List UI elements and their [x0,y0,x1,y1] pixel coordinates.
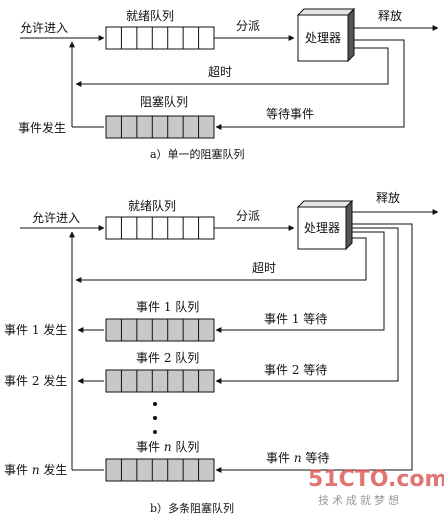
b-eventn-wait-arrow [215,223,413,473]
b-event-queues [105,318,215,482]
b-processor: 处理器 [296,199,354,251]
b-eventn-queue-suffix: 队列 [172,439,200,454]
b-eventn-queue-label: 事件 n 队列 [136,439,199,454]
ellipsis-dot-1 [153,402,157,406]
b-event1-queue-box-frame [105,318,215,342]
b-event2-wait-prefix: 事件 [264,363,292,377]
b-admit-label: 允许进入 [32,210,80,225]
b-caption: b）多条阻塞队列 [150,501,234,515]
b-event1-queue-prefix: 事件 [136,300,164,314]
b-event1-queue-box [105,318,215,342]
a-processor-side-face [347,7,355,63]
b-event1-occurs-label: 事件 1 发生 [4,322,67,337]
b-event1-wait-arrow [215,231,385,333]
b-event2-occurs-n: 2 [32,374,40,388]
b-event2-queue-suffix: 队列 [171,350,199,365]
ellipsis-dot-2 [153,416,157,420]
b-event1-queue-suffix: 队列 [171,299,199,314]
a-caption: a）单一的阻塞队列 [150,147,245,161]
b-ready-queue-box [105,216,215,240]
b-dispatch-label: 分派 [236,209,260,223]
b-release-label: 释放 [376,190,400,205]
b-processor-top-face [296,200,354,208]
b-event2-queue-prefix: 事件 [136,351,164,365]
b-event1-occurs-n: 1 [32,323,40,337]
diagram-b: 允许进入 就绪队列 分派 处理器 释放 超时 事件 1 队列 事件 1 等待 事… [4,190,439,515]
a-dispatch-label: 分派 [236,19,260,33]
watermark-main-text: 51CTO.com [308,467,444,492]
a-ready-queue-box-frame [105,26,215,50]
b-eventn-wait-label: 事件 n 等待 [266,451,329,465]
a-timeout-arrow [75,47,389,87]
b-eventn-occurs-label: 事件 n 发生 [4,462,67,477]
b-ready-queue-label: 就绪队列 [128,198,176,213]
a-blocked-queue-box [105,115,215,139]
b-event2-wait-n: 2 [292,363,300,377]
b-event1-wait-prefix: 事件 [264,312,292,326]
b-eventn-occurs-prefix: 事件 [4,463,32,477]
a-blocked-queue-label: 阻塞队列 [140,94,188,109]
watermark-sub-text: 技术成就梦想 [318,493,402,507]
b-event1-wait-suffix: 等待 [299,312,327,326]
b-eventn-queue-box-frame [105,458,215,482]
a-processor-label: 处理器 [305,31,341,45]
a-timeout-label: 超时 [208,64,232,79]
b-event1-n: 1 [164,300,172,314]
b-eventn-queue-box [105,458,215,482]
b-event2: 事件 2 队列 事件 2 等待 事件 2 发生 [4,350,327,388]
b-timeout-label: 超时 [252,260,276,275]
b-eventn-n: n [164,440,172,454]
ellipsis-dot-3 [153,430,157,434]
a-ready-queue-label: 就绪队列 [126,8,174,23]
b-event2-wait-suffix: 等待 [299,363,327,377]
b-processor-label: 处理器 [304,221,340,235]
b-event2-n: 2 [164,351,172,365]
b-processor-side-face [345,199,353,251]
b-event2-queue-box [105,369,215,393]
watermark-logo: 51CTO.com 技术成就梦想 [308,467,444,507]
b-event1-occurs-prefix: 事件 [4,323,32,337]
diagram-a: 允许进入 就绪队列 分派 处理器 释放 超时 等待事件 阻塞队列 事件发生 a）… [18,7,439,161]
b-event1-queue-label: 事件 1 队列 [136,299,199,314]
a-wait-event-label: 等待事件 [266,107,314,121]
b-event2-queue-label: 事件 2 队列 [136,350,199,365]
b-eventn-wait-n: n [294,451,302,465]
a-processor-top-face [296,8,356,16]
a-blocked-queue-box-frame [105,115,215,139]
b-event2-occurs-suffix: 发生 [39,373,67,388]
b-processor-box [297,206,347,250]
b-event2-queue-box-frame [105,369,215,393]
b-event1: 事件 1 队列 事件 1 等待 事件 1 发生 [4,299,327,337]
b-eventn-queue-prefix: 事件 [136,440,164,454]
b-eventn-wait-suffix: 等待 [302,451,330,465]
a-event-occurs-label: 事件发生 [18,120,66,135]
b-eventn-wait-prefix: 事件 [266,451,294,465]
a-wait-event-arrow [215,39,405,130]
b-timeout-arrow [75,237,367,283]
b-ready-queue-box-frame [105,216,215,240]
b-event2-occurs-prefix: 事件 [4,374,32,388]
a-processor-box [297,14,349,62]
b-event1-wait-n: 1 [292,312,300,326]
b-eventn: 事件 n 队列 事件 n 等待 事件 n 发生 [4,439,329,477]
b-event2-occurs-label: 事件 2 发生 [4,373,67,388]
b-event1-occurs-suffix: 发生 [39,322,67,337]
b-event2-wait-arrow [215,227,399,384]
a-processor: 处理器 [296,7,356,63]
a-admit-label: 允许进入 [20,20,68,35]
b-eventn-occurs-n: n [32,463,40,477]
a-blocked-queue [105,115,215,139]
a-ready-queue [105,26,215,50]
b-event1-wait-label: 事件 1 等待 [264,312,327,326]
b-eventn-occurs-suffix: 发生 [40,462,68,477]
b-ready-queue [105,216,215,240]
a-ready-queue-box [105,26,215,50]
b-event2-wait-label: 事件 2 等待 [264,363,327,377]
a-release-label: 释放 [378,8,402,23]
